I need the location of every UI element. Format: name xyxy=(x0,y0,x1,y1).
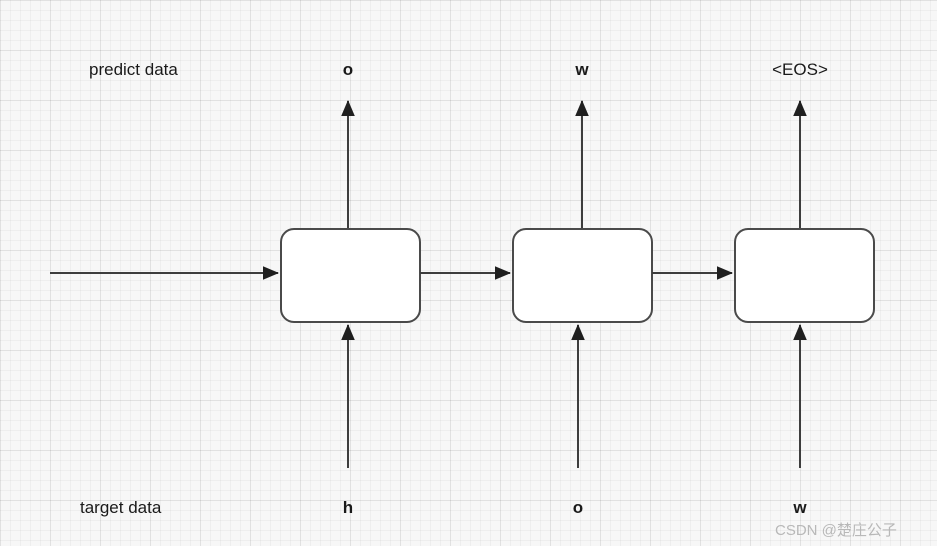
rnn-cell-1[interactable] xyxy=(280,228,421,323)
target-token-2: o xyxy=(573,498,583,517)
predict-token-1: o xyxy=(343,60,353,79)
predict-token-2: w xyxy=(574,60,589,79)
target-token-3: w xyxy=(792,498,807,517)
csdn-watermark: CSDN @楚庄公子 xyxy=(775,521,897,539)
rnn-cell-3[interactable] xyxy=(734,228,875,323)
rnn-cell-2[interactable] xyxy=(512,228,653,323)
predict-token-3: <EOS> xyxy=(772,60,828,79)
target-data-row-label: target data xyxy=(80,498,162,517)
target-token-1: h xyxy=(343,498,353,517)
predict-data-row-label: predict data xyxy=(89,60,178,79)
